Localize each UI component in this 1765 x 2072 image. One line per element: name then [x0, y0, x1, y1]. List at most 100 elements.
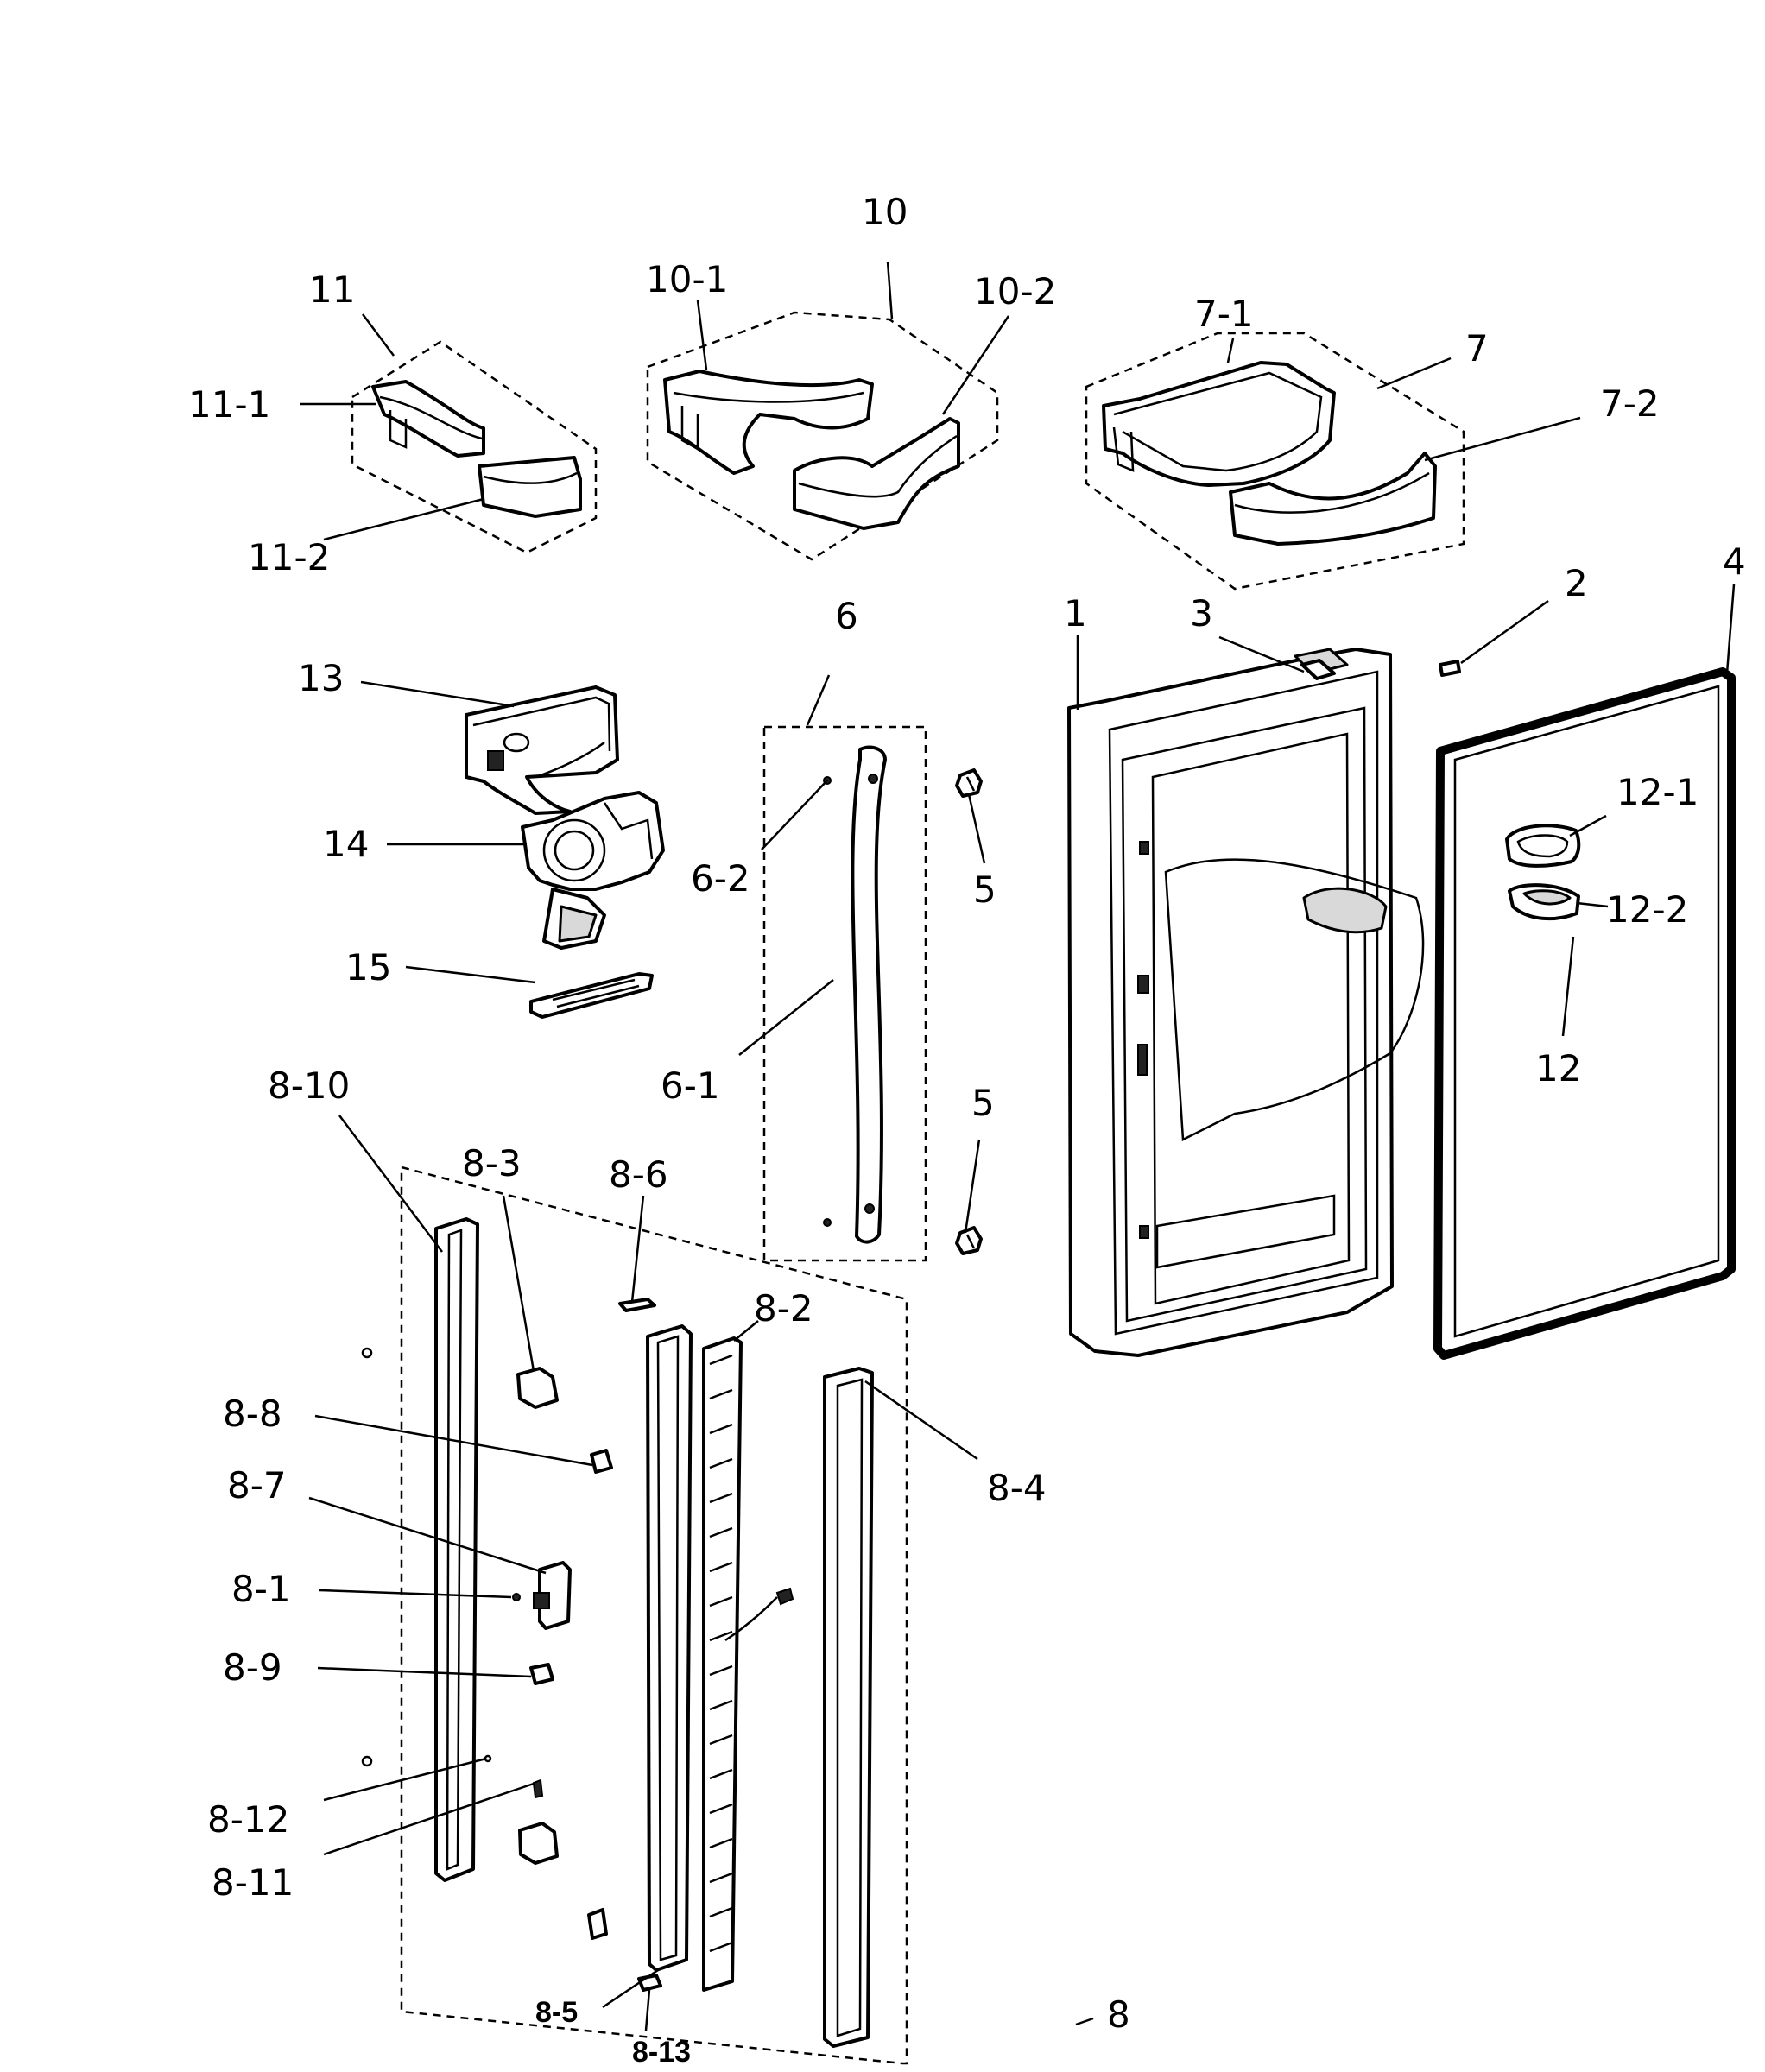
part-8-misc-clip: [587, 1908, 608, 1940]
leader-10-2: [941, 315, 1010, 415]
leader-3: [1218, 635, 1305, 673]
part-8-5-rail: [646, 1324, 693, 1972]
leader-6: [806, 674, 831, 726]
leader-5b: [964, 1139, 981, 1234]
label-6-2: 6-2: [691, 857, 750, 900]
bin-7-2: [1229, 452, 1437, 546]
label-1: 1: [1064, 592, 1087, 635]
label-11-2: 11-2: [248, 536, 330, 578]
leader-lines: [300, 261, 1736, 2031]
leader-8-2: [733, 1320, 759, 1342]
part-6-2-screw: [823, 776, 832, 1227]
group-outlines: [351, 311, 1647, 2065]
leader-8-1: [319, 1589, 512, 1599]
bin-7-1: [1102, 361, 1336, 487]
leader-6-2: [761, 780, 828, 850]
label-8-6: 8-6: [609, 1153, 668, 1196]
leader-8: [1075, 2017, 1094, 2026]
part-8-3-bracket: [516, 1367, 559, 1865]
label-10-2: 10-2: [974, 270, 1056, 313]
bin-10-1: [663, 370, 874, 475]
part-1-door: [1067, 648, 1425, 1357]
label-8-5: 8-5: [535, 1996, 578, 2029]
callout-labels: 11 11-1 11-2 10 10-1 10-2 7-1 7 7-2 4 2 …: [188, 191, 1746, 2069]
label-5b: 5: [971, 1082, 995, 1124]
leader-8-6: [630, 1195, 645, 1303]
group-6-outline: [762, 725, 927, 1262]
leader-12-1: [1569, 814, 1607, 837]
leader-7: [1376, 357, 1452, 390]
part-12-1-ring: [1505, 824, 1581, 868]
loose-fastener: [361, 1347, 373, 1359]
label-13: 13: [298, 657, 344, 699]
part-13-dispenser-cover: [465, 685, 619, 815]
leader-4: [1725, 584, 1736, 674]
label-7-1: 7-1: [1194, 293, 1254, 335]
label-6: 6: [835, 595, 858, 637]
leader-5a: [967, 793, 986, 864]
label-5a: 5: [973, 869, 996, 911]
label-8-10: 8-10: [268, 1064, 350, 1107]
label-8-9: 8-9: [223, 1646, 282, 1689]
leader-8-3: [502, 1195, 535, 1372]
leader-15: [405, 965, 536, 984]
part-14-dispenser-assembly: [521, 791, 665, 950]
bin-11-1: [371, 380, 485, 458]
label-8-4: 8-4: [987, 1467, 1047, 1509]
leader-8-12: [323, 1757, 487, 1802]
leader-6-1: [738, 979, 834, 1056]
part-8-7-hinge-plate: [533, 1561, 572, 1630]
loose-fastener: [361, 1755, 373, 1767]
label-3: 3: [1190, 592, 1213, 635]
label-8-2: 8-2: [754, 1287, 813, 1330]
leader-11-2: [323, 497, 484, 541]
label-4: 4: [1723, 540, 1746, 583]
bin-10-2: [793, 417, 960, 530]
group-11-outline: [351, 340, 598, 554]
bin-11-2: [478, 456, 582, 518]
leader-8-10: [338, 1115, 443, 1253]
leader-7-1: [1226, 338, 1235, 363]
leader-10: [886, 261, 894, 320]
leader-8-8: [314, 1414, 593, 1467]
part-8-10-strip: [434, 1217, 479, 1882]
label-11: 11: [309, 268, 355, 311]
part-5-screws: [955, 768, 983, 1255]
leader-10-1: [696, 300, 708, 370]
leader-11: [362, 313, 395, 357]
label-15: 15: [345, 946, 391, 989]
part-8-1-screw: [512, 1593, 521, 1601]
leader-8-11: [323, 1782, 535, 1856]
group-8-outline: [400, 1166, 908, 2065]
label-8: 8: [1107, 1993, 1130, 2036]
label-12: 12: [1535, 1047, 1581, 1090]
leader-13: [360, 680, 515, 708]
group-7-outline: [1085, 332, 1465, 591]
part-12-2-ring: [1508, 883, 1580, 921]
label-8-8: 8-8: [223, 1393, 282, 1435]
label-8-3: 8-3: [462, 1142, 522, 1184]
label-8-11: 8-11: [212, 1861, 294, 1904]
label-10-1: 10-1: [646, 258, 728, 300]
label-7: 7: [1465, 327, 1489, 370]
leader-8-4: [864, 1380, 978, 1461]
leader-8-5: [602, 1968, 659, 2009]
part-2-cap: [1439, 660, 1461, 677]
label-6-1: 6-1: [661, 1064, 720, 1107]
leader-8-7: [308, 1496, 547, 1575]
leader-8-13: [644, 1989, 651, 2031]
part-8-8-clip: [590, 1449, 613, 1474]
leader-12: [1561, 936, 1575, 1037]
part-8-4-decoration: [823, 1367, 874, 2048]
part-8-2-heater: [702, 1336, 794, 1992]
part-6-1-handle: [851, 745, 887, 1244]
label-14: 14: [323, 823, 369, 865]
label-7-2: 7-2: [1600, 382, 1660, 425]
leader-12-2: [1576, 901, 1609, 908]
leader-2: [1460, 599, 1549, 665]
label-8-12: 8-12: [207, 1798, 289, 1841]
leader-7-2: [1424, 416, 1581, 462]
label-12-1: 12-1: [1616, 771, 1699, 813]
label-12-2: 12-2: [1606, 888, 1688, 931]
